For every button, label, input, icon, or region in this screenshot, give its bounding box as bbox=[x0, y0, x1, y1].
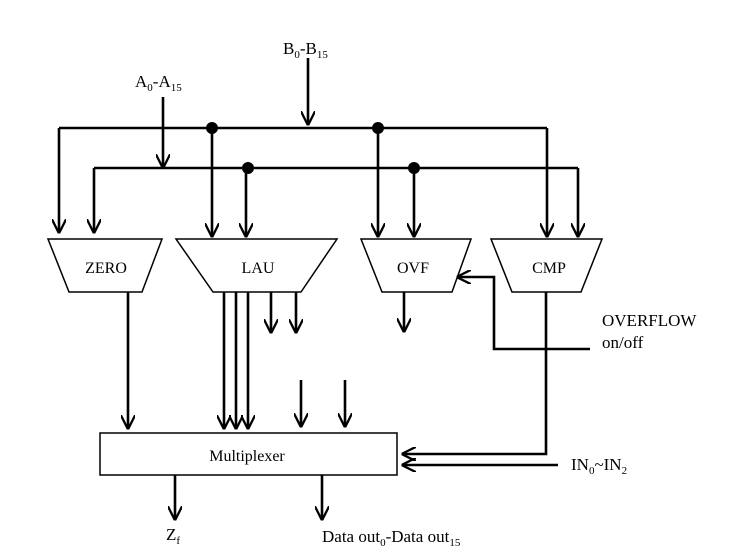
mux-output-wires bbox=[175, 475, 322, 519]
overflow-control-wire bbox=[458, 277, 590, 351]
zf-output-label: Zf bbox=[166, 525, 180, 547]
lau-unit-label: LAU bbox=[242, 260, 275, 277]
overflow-label: OVERFLOW bbox=[602, 311, 697, 330]
in-bus-label: IN0~IN2 bbox=[571, 455, 627, 477]
junction-dots bbox=[206, 122, 420, 174]
unit-output-wires bbox=[128, 292, 548, 454]
input-bus-wires bbox=[59, 58, 578, 170]
data-out-label: Data out0-Data out15 bbox=[322, 527, 461, 549]
b-bus-label: B0-B15 bbox=[283, 39, 328, 61]
cmp-unit-label: CMP bbox=[532, 260, 566, 277]
overflow-onoff-label: on/off bbox=[602, 333, 644, 352]
zero-unit: ZERO bbox=[46, 238, 164, 293]
multiplexer-label: Multiplexer bbox=[209, 448, 285, 465]
ovf-unit: OVF bbox=[359, 238, 473, 293]
zero-unit-label: ZERO bbox=[85, 260, 127, 277]
multiplexer-block: Multiplexer bbox=[99, 432, 398, 476]
cmp-unit: CMP bbox=[489, 238, 604, 293]
ovf-unit-label: OVF bbox=[397, 260, 429, 277]
bus-drop-wires bbox=[59, 128, 578, 236]
lau-unit: LAU bbox=[174, 238, 339, 293]
mux-extra-inputs bbox=[301, 380, 345, 426]
a-bus-label: A0-A15 bbox=[135, 72, 182, 94]
